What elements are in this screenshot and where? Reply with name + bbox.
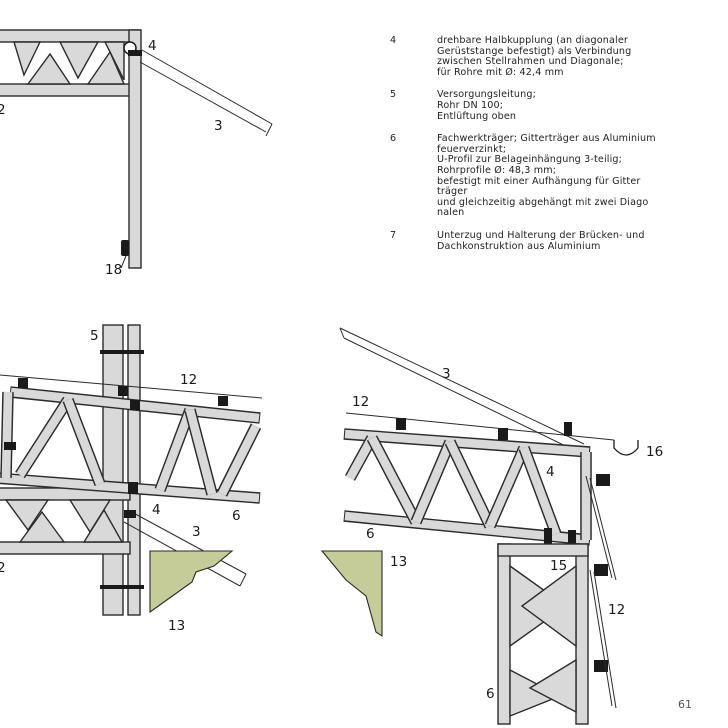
truss-infill [13, 41, 42, 77]
frame-bottom-beam [0, 83, 141, 97]
truss-infill [18, 510, 66, 543]
supply-pipe [102, 324, 124, 616]
frame-column [497, 543, 511, 725]
callout-5: 5 [90, 328, 99, 344]
clamp-group [4, 378, 228, 494]
right-detail [320, 327, 639, 725]
truss-infill [509, 668, 562, 718]
roof-line [0, 374, 263, 399]
truss-infill [4, 499, 50, 532]
callout-6: 6 [366, 526, 375, 542]
diagonal-bar [141, 49, 273, 125]
legend-entry: 7 Unterzug und Halterung der Brücken- un… [390, 229, 710, 252]
truss-infill [82, 508, 124, 543]
diagonal-bar [339, 327, 585, 445]
callout-6: 6 [486, 686, 495, 702]
callout-13: 13 [168, 618, 185, 634]
pipe-clamp [100, 585, 144, 589]
legend-number: 4 [390, 35, 397, 46]
hanger-diagonal [589, 569, 613, 707]
callout-16: 16 [646, 444, 663, 460]
diagonal-bar-end [265, 123, 273, 137]
gutter [613, 440, 639, 456]
callout-3: 3 [192, 524, 201, 540]
hanger-diagonal [585, 475, 613, 579]
legend-number: 5 [390, 89, 397, 101]
callout-3: 3 [442, 366, 451, 382]
hanger-diagonal [589, 477, 617, 581]
diagonal-bar-end [239, 573, 247, 587]
callout-2: 2 [0, 560, 6, 576]
legend-text: Unterzug und Halterung der Brücken- und … [437, 229, 645, 252]
callout-12: 12 [180, 372, 197, 388]
legend-text: drehbare Halbkupplung (an diagonaler Ger… [437, 35, 632, 78]
legend: 4 drehbare Halbkupplung (an diagonaler G… [390, 35, 710, 264]
bolt [121, 240, 129, 256]
legend-text: Fachwerkträger; Gitterträger aus Alumini… [437, 133, 656, 219]
page-number: 61 [678, 698, 692, 711]
frame-column [575, 543, 589, 725]
left-detail [0, 324, 263, 616]
callout-4: 4 [152, 502, 161, 518]
pipe-clamp [100, 350, 144, 354]
legend-number: 7 [390, 229, 397, 241]
callout-labels: 4 3 2 18 5 12 6 4 3 2 13 3 12 16 4 6 13 … [0, 38, 692, 711]
callout-12: 12 [352, 394, 369, 410]
legend-number: 6 [390, 133, 397, 145]
callout-3: 3 [214, 118, 223, 134]
frame-bottom-beam [0, 541, 131, 555]
truss-infill [528, 658, 577, 714]
hanger-diagonal [593, 571, 617, 709]
top-detail [0, 29, 273, 269]
leader-line [120, 255, 127, 269]
callout-4: 4 [546, 464, 555, 480]
callout-6: 6 [232, 508, 241, 524]
frame-top-beam [0, 29, 141, 43]
truss-infill [520, 564, 577, 648]
legend-entry: 5 Versorgungsleitung; Rohr DN 100; Entlü… [390, 90, 710, 122]
frame-column [128, 29, 142, 269]
diagonal-bar [139, 61, 267, 133]
legend-entry: 6 Fachwerkträger; Gitterträger aus Alumi… [390, 133, 710, 219]
callout-12: 12 [608, 602, 625, 618]
clamp-group [396, 418, 610, 672]
diagonal-bar [127, 509, 247, 575]
truss-infill [86, 50, 126, 85]
frame-top-beam [497, 543, 589, 557]
truss-infill [58, 41, 100, 80]
frame-column [127, 324, 141, 616]
truss-infill [26, 52, 72, 85]
callout-18: 18 [105, 262, 122, 278]
legend-entry: 4 drehbare Halbkupplung (an diagonaler G… [390, 35, 710, 78]
diagonal-bar [343, 337, 587, 457]
coupling-clamp [128, 50, 142, 56]
callout-2: 2 [0, 102, 6, 118]
coupling-clamp [124, 510, 136, 518]
callout-13: 13 [390, 554, 407, 570]
legend-text: Versorgungsleitung; Rohr DN 100; Entlüft… [437, 89, 536, 122]
callout-4: 4 [148, 38, 157, 54]
roof-profile [149, 550, 234, 614]
callout-15: 15 [550, 558, 567, 574]
roof-profile [320, 550, 383, 638]
